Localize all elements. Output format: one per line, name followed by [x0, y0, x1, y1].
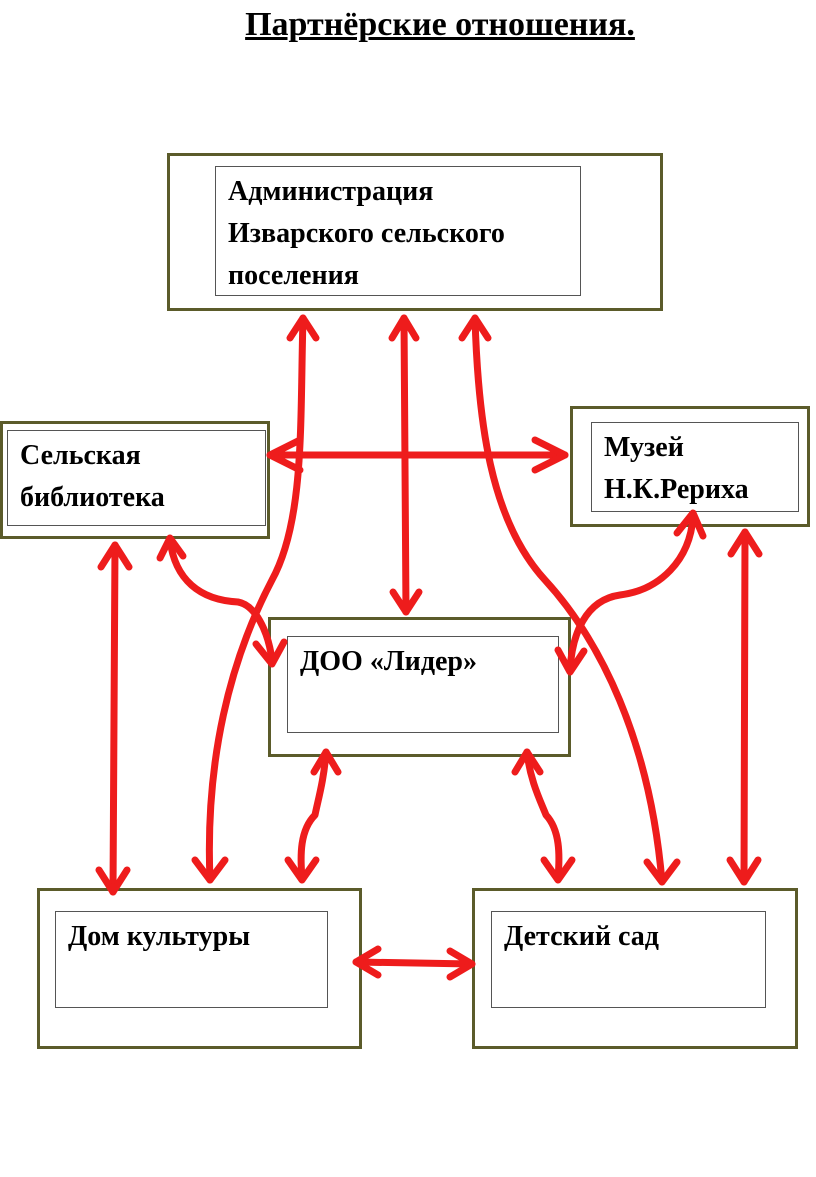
- library-label: Сельская библиотека: [7, 430, 266, 526]
- culture-house-label: Дом культуры: [55, 911, 328, 1008]
- page-title: Партнёрские отношения.: [245, 6, 635, 43]
- arrow-admin-kindergarten: [458, 314, 681, 886]
- arrow-library-museum: [266, 436, 569, 474]
- arrow-library-culture-house: [95, 541, 133, 896]
- museum-label: Музей Н.К.Рериха: [591, 422, 799, 512]
- kindergarten-box: Детский сад: [472, 888, 798, 1049]
- administration-box: Администрация Изварского сельского посел…: [167, 153, 663, 311]
- arrow-culture-house-kindergarten: [352, 945, 476, 981]
- arrow-admin-doo: [388, 314, 423, 616]
- doo-box: ДОО «Лидер»: [268, 617, 571, 757]
- arrow-library-doo: [156, 534, 288, 668]
- library-box: Сельская библиотека: [0, 421, 270, 539]
- doo-label: ДОО «Лидер»: [287, 636, 559, 733]
- administration-label: Администрация Изварского сельского посел…: [215, 166, 581, 296]
- arrow-doo-kindergarten: [511, 748, 576, 884]
- arrow-doo-culture-house: [284, 748, 342, 884]
- museum-box: Музей Н.К.Рериха: [570, 406, 810, 527]
- arrow-museum-doo: [554, 509, 707, 676]
- culture-house-box: Дом культуры: [37, 888, 362, 1049]
- arrow-museum-kindergarten: [726, 528, 763, 886]
- arrow-admin-culture-house: [191, 314, 320, 884]
- kindergarten-label: Детский сад: [491, 911, 766, 1008]
